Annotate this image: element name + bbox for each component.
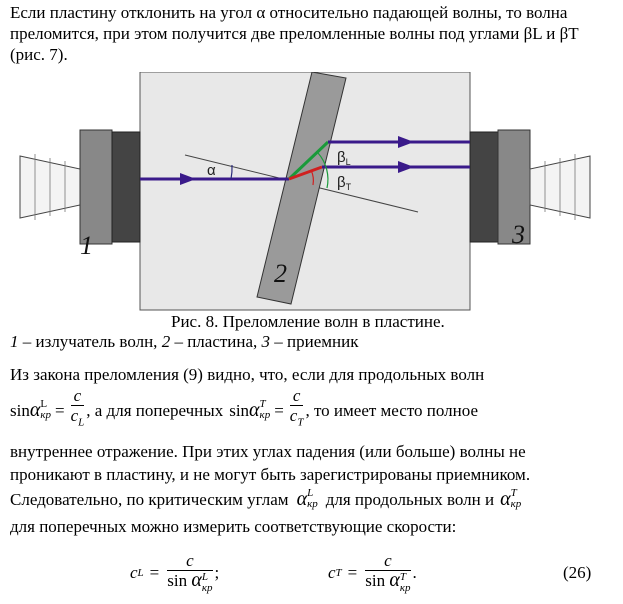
receiver (469, 129, 591, 245)
equation-number: (26) (563, 563, 592, 582)
intro-line-2: преломится, при этом получится две прело… (10, 24, 579, 43)
receiver-number: 3 (511, 220, 525, 249)
sin-l: sin (10, 400, 30, 420)
beta-t-label: βT (337, 174, 352, 192)
intro-line-1: Если пластину отклонить на угол α относи… (10, 3, 568, 22)
alpha-arc (230, 164, 233, 180)
body-line-6: для поперечных можно измерить соответств… (10, 517, 457, 536)
body-line-3: внутреннее отражение. При этих углах пад… (10, 442, 526, 461)
refracted-l-beam (287, 140, 330, 181)
plate-number: 2 (274, 259, 287, 288)
refracted-t-beam (288, 165, 323, 181)
beta-t-arc (310, 169, 314, 186)
plate-refraction-figure: α βL βT 1 2 3 (19, 72, 591, 311)
beta-l-arc (317, 152, 329, 189)
beta-l-label: βL (337, 149, 351, 167)
figure-caption-legend: 1 – излучатель волн, 2 – пластина, 3 – п… (10, 332, 359, 351)
transmitted-arrow-upper (398, 136, 414, 148)
body-line-1: Из закона преломления (9) видно, что, ес… (10, 365, 485, 384)
intro-line-3: (рис. 7). (10, 45, 68, 64)
body-line-4: проникают в пластину, и не могут быть за… (10, 465, 531, 484)
figure-caption-title: Рис. 8. Преломление волн в пластине. (171, 312, 445, 331)
emitter (19, 129, 141, 245)
plate (256, 72, 347, 305)
transmitted-arrow-lower (398, 161, 414, 173)
alpha-label: α (207, 162, 216, 179)
emitter-number: 1 (80, 231, 93, 260)
incident-arrow (180, 173, 196, 185)
